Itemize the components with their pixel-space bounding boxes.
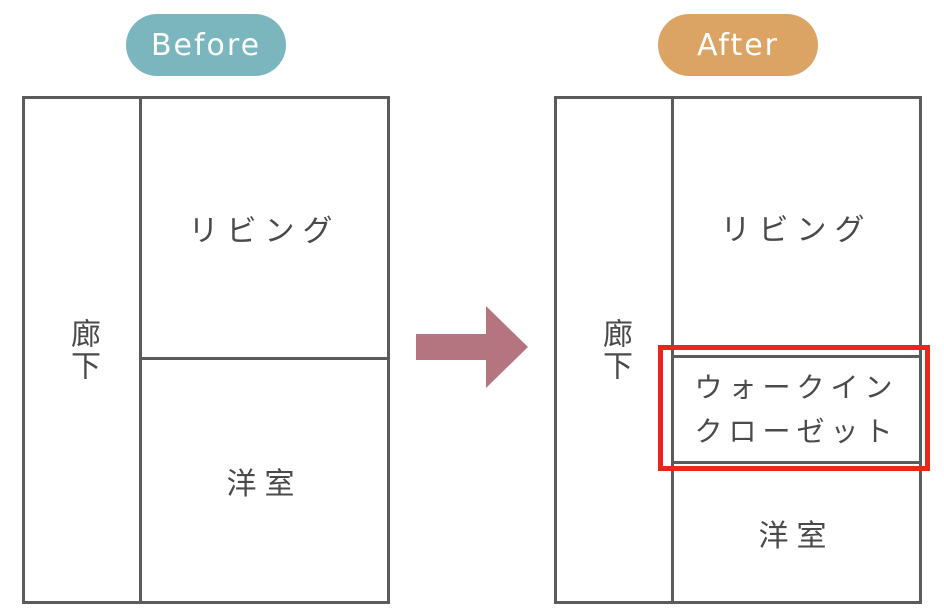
before-room-divider [142, 357, 387, 360]
after-closet-bottom-wall [674, 461, 919, 464]
after-floor-plan: 廊下 リビング ウォークイン クローゼット 洋室 [554, 96, 922, 604]
after-closet-top-wall [674, 355, 919, 358]
before-corridor-label: 廊下 [65, 318, 100, 382]
after-corridor-label: 廊下 [597, 318, 632, 382]
before-badge: Before [126, 14, 286, 76]
after-walk-in-closet-label: ウォークイン クローゼット [674, 358, 919, 461]
after-living-label: リビング [720, 213, 873, 248]
right-arrow-icon [416, 306, 528, 388]
before-western-room-label: 洋室 [226, 466, 303, 502]
after-corridor-wall [671, 99, 674, 601]
walk-in-closet-line1: ウォークイン [694, 370, 899, 404]
before-corridor-wall [139, 99, 142, 601]
before-floor-plan: 廊下 リビング 洋室 [22, 96, 390, 604]
walk-in-closet-line2: クローゼット [694, 414, 899, 448]
before-living-label: リビング [188, 214, 341, 249]
walk-in-closet-highlight [658, 345, 930, 471]
after-badge: After [658, 14, 818, 76]
after-western-room-label: 洋室 [758, 518, 835, 554]
